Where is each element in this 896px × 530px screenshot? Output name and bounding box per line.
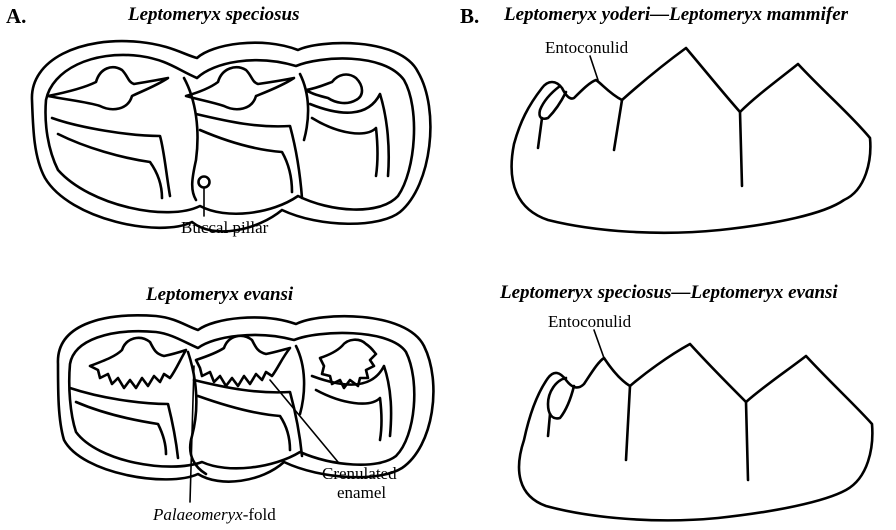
buccal-pillar (199, 177, 210, 188)
evansi-crescents (70, 346, 391, 474)
evansi-crenulated-fossettes (90, 336, 376, 388)
yoderi-mammifer-tooth-profile (512, 48, 871, 233)
speciosus-evansi-tooth-profile (519, 330, 872, 520)
speciosus-fossettes (48, 67, 362, 109)
entoconulid-leader-top (590, 56, 598, 80)
speciosus-crescents (52, 74, 389, 200)
entoconulid-leader-bottom (594, 330, 604, 358)
speciosus-occlusal-outline (32, 41, 430, 231)
